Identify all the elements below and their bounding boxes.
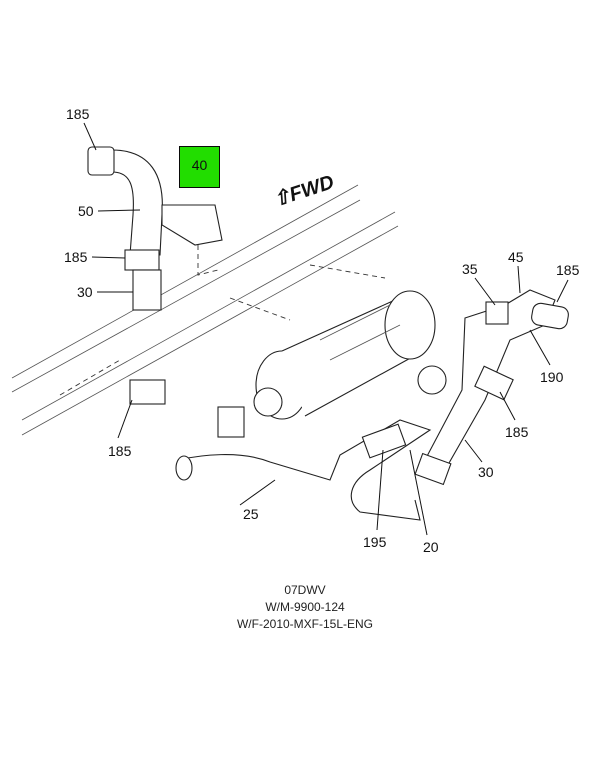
- callout-35: 35: [462, 261, 478, 277]
- callout-195: 195: [363, 534, 387, 550]
- diagram-caption: 07DWV W/M-9900-124 W/F-2010-MXF-15L-ENG: [0, 582, 610, 633]
- highlighted-part-label: 40: [191, 157, 208, 173]
- callout-190: 190: [540, 369, 564, 385]
- callout-185-right-top: 185: [556, 262, 580, 278]
- callout-185-mid: 185: [64, 249, 88, 265]
- callout-185-bottom-left: 185: [108, 443, 132, 459]
- callout-30-right: 30: [478, 464, 494, 480]
- exhaust-pipe-25: [175, 406, 432, 521]
- callout-185-top: 185: [66, 106, 90, 122]
- aftertreatment-canister: [229, 264, 447, 420]
- highlighted-part-40[interactable]: 40: [179, 146, 220, 188]
- callout-45: 45: [508, 249, 524, 265]
- leader-lines: [83, 122, 569, 536]
- caption-line-1: 07DWV: [284, 583, 326, 597]
- bracket-40: [161, 204, 223, 276]
- caption-line-2: W/M-9900-124: [265, 600, 345, 614]
- frame-rails: [11, 184, 399, 436]
- callout-185-right-mid: 185: [505, 424, 529, 440]
- coolant-hose-30-right: [414, 289, 569, 486]
- coolant-hose-50: [87, 146, 166, 405]
- callout-30-left: 30: [77, 284, 93, 300]
- callout-labels: 185 50 185 30 185 25 195 20 35 45 185 19…: [64, 106, 580, 555]
- caption-line-3: W/F-2010-MXF-15L-ENG: [236, 617, 374, 631]
- callout-50: 50: [78, 203, 94, 219]
- callout-20: 20: [423, 539, 439, 555]
- callout-25: 25: [243, 506, 259, 522]
